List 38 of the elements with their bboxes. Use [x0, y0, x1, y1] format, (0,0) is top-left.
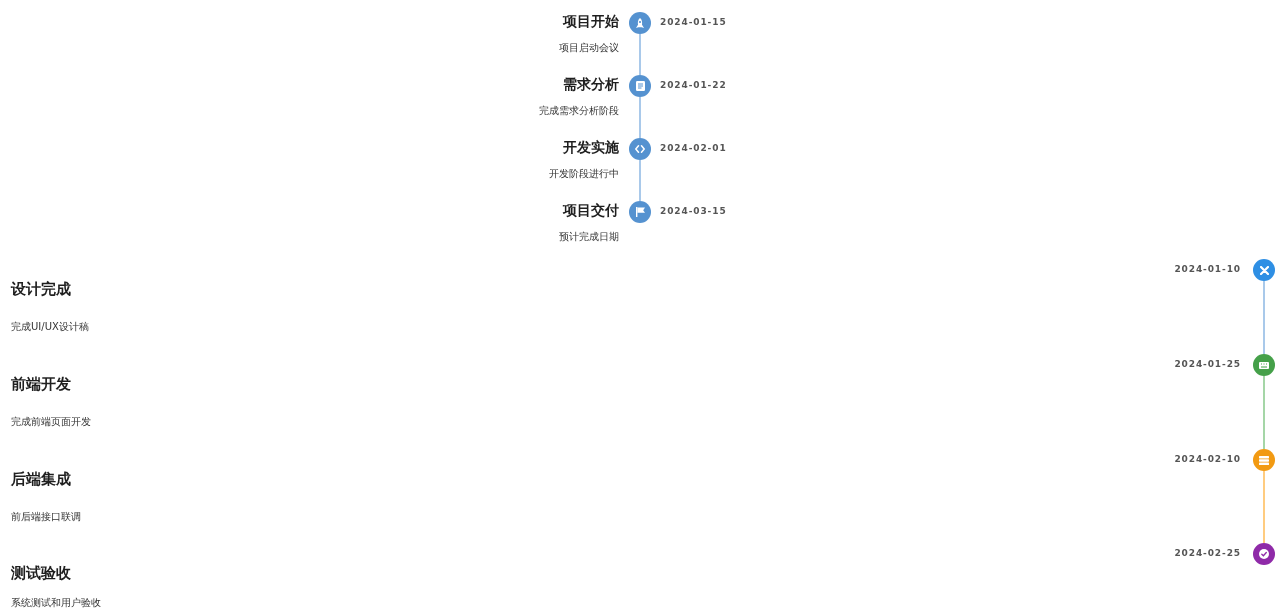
milestone-title: 设计完成	[11, 280, 71, 299]
milestone-description: 预计完成日期	[559, 231, 619, 244]
milestone-date: 2024-02-01	[660, 143, 727, 155]
timeline-dot	[629, 75, 651, 97]
milestone-date: 2024-02-25	[1174, 548, 1241, 560]
milestone-title: 开发实施	[563, 139, 619, 157]
milestone-title: 测试验收	[11, 564, 71, 583]
milestone-description: 完成前端页面开发	[11, 416, 91, 429]
milestone-date: 2024-01-25	[1174, 359, 1241, 371]
connector-line	[639, 159, 641, 202]
milestone-description: 完成需求分析阶段	[539, 105, 619, 118]
milestone-description: 项目启动会议	[559, 42, 619, 55]
timeline-dot	[1253, 354, 1275, 376]
milestone-description: 完成UI/UX设计稿	[11, 321, 89, 334]
milestone-date: 2024-01-22	[660, 80, 727, 92]
timeline-dot	[629, 201, 651, 223]
timeline-dot	[1253, 543, 1275, 565]
milestone-description: 前后端接口联调	[11, 511, 81, 524]
connector-line	[639, 96, 641, 139]
milestone-date: 2024-01-15	[660, 17, 727, 29]
milestone-title: 后端集成	[11, 470, 71, 489]
timeline-dot	[1253, 259, 1275, 281]
connector-line	[639, 33, 641, 76]
milestone-date: 2024-01-10	[1174, 264, 1241, 276]
connector-line	[1263, 280, 1265, 355]
timeline-dot	[629, 12, 651, 34]
connector-line	[1263, 470, 1265, 544]
milestone-description: 系统测试和用户验收	[11, 597, 101, 610]
connector-line	[1263, 375, 1265, 450]
milestone-description: 开发阶段进行中	[549, 168, 619, 181]
milestone-title: 项目交付	[563, 202, 619, 220]
timeline-dot	[1253, 449, 1275, 471]
milestone-title: 前端开发	[11, 375, 71, 394]
milestone-title: 项目开始	[563, 13, 619, 31]
timeline-dot	[629, 138, 651, 160]
milestone-date: 2024-03-15	[660, 206, 727, 218]
milestone-title: 需求分析	[563, 76, 619, 94]
milestone-date: 2024-02-10	[1174, 454, 1241, 466]
